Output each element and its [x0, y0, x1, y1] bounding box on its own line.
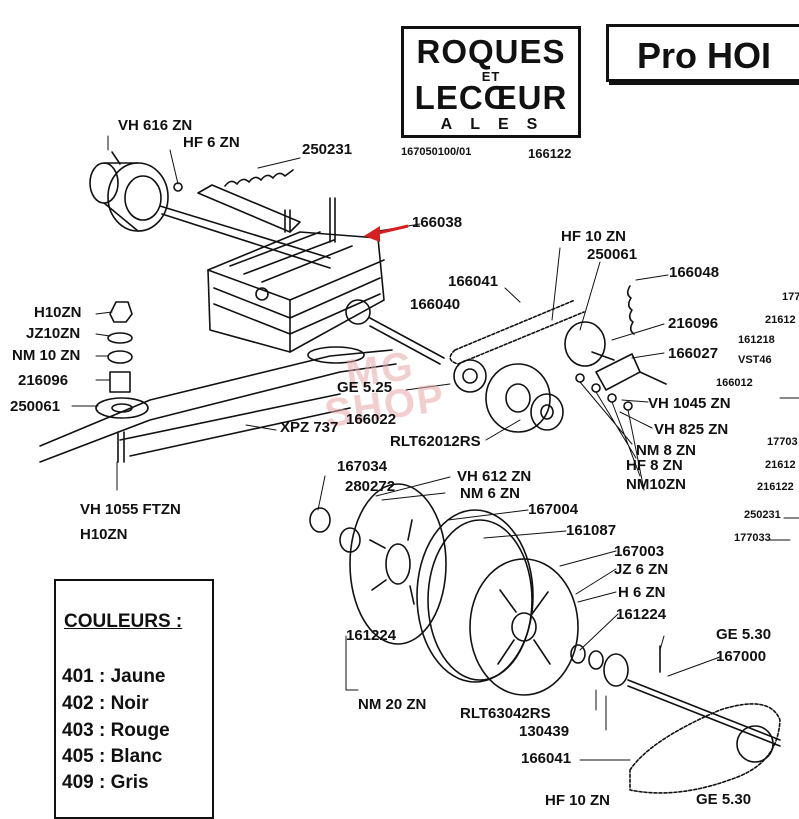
part-label: VH 616 ZN — [118, 117, 193, 134]
brand-line-2: ET — [481, 69, 501, 84]
part-label: 166022 — [346, 411, 397, 428]
part-label: RLT63042RS — [460, 705, 551, 722]
part-label: 216096 — [18, 372, 69, 389]
part-label: VH 1045 ZN — [648, 395, 731, 412]
model-title-box: Pro HOI — [606, 24, 799, 82]
axle-chain — [627, 645, 781, 794]
exploded-parts-diagram: MG SHOP ROQUES ET LECŒUR ALES 167050100/… — [10, 24, 799, 819]
brand-line-4: ALES — [440, 116, 556, 133]
part-label: 250061 — [587, 246, 638, 263]
side-part-label: 21612 — [765, 314, 796, 326]
side-part-label: VST46 — [738, 354, 772, 366]
side-part-label: 177033 — [734, 532, 771, 544]
mechanical-drawing — [39, 135, 799, 794]
brand-ref-small: 167050100/01 — [401, 146, 472, 158]
brand-logo: ROQUES ET LECŒUR ALES — [401, 26, 581, 138]
part-label: HF 6 ZN — [183, 134, 240, 151]
part-label: HF 8 ZN — [626, 457, 683, 474]
legend-item: 403 : Rouge — [62, 720, 170, 741]
part-label: GE 5.30 — [696, 791, 752, 808]
part-label: 167003 — [614, 543, 665, 560]
legend-item: 405 : Blanc — [62, 746, 163, 767]
part-label: 130439 — [519, 723, 570, 740]
side-part-label: 17703 — [767, 436, 798, 448]
part-label: NM 8 ZN — [636, 442, 696, 459]
part-label: JZ10ZN — [26, 325, 81, 342]
side-part-label: 250231 — [744, 509, 781, 521]
legend-title: COULEURS : — [64, 611, 183, 632]
part-label: 250061 — [10, 398, 61, 415]
part-label: GE 5.30 — [716, 626, 772, 643]
side-part-label: 177 — [782, 291, 799, 303]
wheel-assembly — [309, 483, 629, 696]
legend-item: 401 : Jaune — [62, 666, 166, 687]
part-label: 280272 — [345, 478, 396, 495]
part-label: 167004 — [528, 501, 579, 518]
side-part-label: 166012 — [716, 377, 753, 389]
part-label: RLT62012RS — [390, 433, 481, 450]
part-label: 166027 — [668, 345, 719, 362]
bracket-plate — [197, 184, 301, 233]
belt — [39, 349, 397, 463]
brand-line-1: ROQUES — [416, 33, 566, 70]
part-label: 166041 — [448, 273, 499, 290]
part-label: H 6 ZN — [618, 584, 666, 601]
part-label: 161087 — [566, 522, 617, 539]
left-parts-stack — [95, 301, 149, 463]
part-label: NM 20 ZN — [358, 696, 427, 713]
top-pulley — [89, 151, 331, 269]
brand-ref-main: 166122 — [528, 146, 572, 161]
part-label: H10ZN — [80, 526, 128, 543]
part-label: HF 10 ZN — [561, 228, 627, 245]
model-title: Pro HOI — [637, 35, 772, 76]
legend-item: 409 : Gris — [62, 772, 149, 793]
side-part-label: 216122 — [757, 481, 794, 493]
part-label: HF 10 ZN — [545, 792, 611, 809]
legend-item: 402 : Noir — [62, 693, 149, 714]
sprocket-assembly — [453, 359, 564, 433]
part-label: 161224 — [616, 606, 667, 623]
part-label: 161224 — [346, 627, 397, 644]
color-legend: COULEURS : 401 : Jaune 402 : Noir 403 : … — [54, 579, 214, 819]
part-label: GE 5.25 — [337, 379, 393, 396]
part-label: 250231 — [302, 141, 353, 158]
part-label: NM 10 ZN — [12, 347, 81, 364]
tensioner-arm — [564, 285, 667, 411]
part-label: 166048 — [669, 264, 720, 281]
part-label: 167034 — [337, 458, 388, 475]
red-arrow — [364, 224, 409, 242]
part-label: VH 825 ZN — [654, 421, 729, 438]
part-label: H10ZN — [34, 304, 82, 321]
side-part-label: 21612 — [765, 459, 796, 471]
pointer-lines — [579, 381, 645, 491]
brand-line-3: LECŒUR — [414, 79, 568, 116]
part-label: XPZ 737 — [280, 419, 339, 436]
part-label: VH 1055 FTZN — [80, 501, 181, 518]
side-part-label: 161218 — [738, 334, 775, 346]
part-label: VH 612 ZN — [457, 468, 532, 485]
part-label: JZ 6 ZN — [614, 561, 669, 578]
part-label: NM10ZN — [626, 476, 687, 493]
spring — [224, 169, 294, 187]
gearbox — [207, 197, 445, 365]
part-label: NM 6 ZN — [460, 485, 520, 502]
part-label: 166040 — [410, 296, 461, 313]
chain — [449, 299, 585, 365]
part-label: 166041 — [521, 750, 572, 767]
part-label: 216096 — [668, 315, 719, 332]
part-label: 167000 — [716, 648, 767, 665]
part-label: 166038 — [412, 214, 463, 231]
